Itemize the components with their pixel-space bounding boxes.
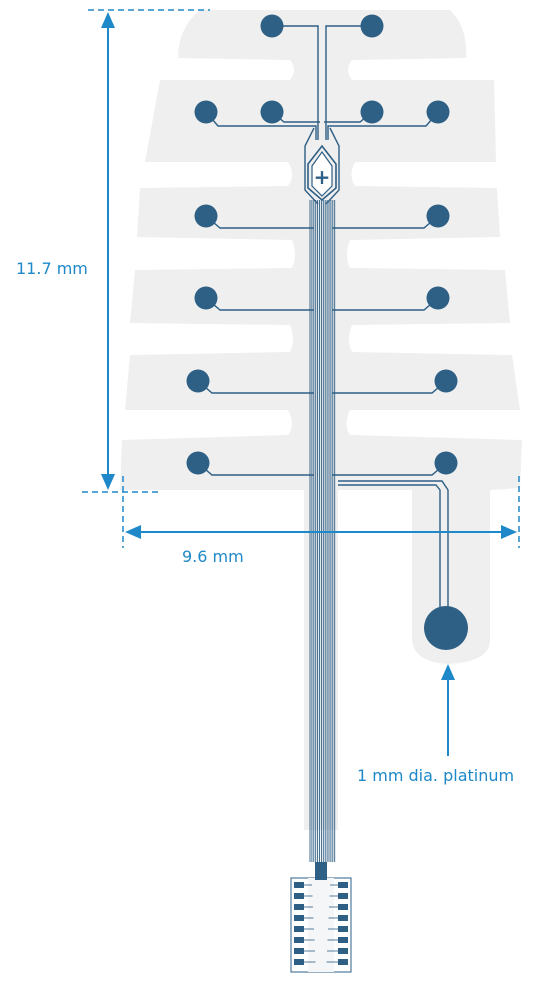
connector-pad (338, 959, 348, 965)
electrode-pad (260, 14, 284, 38)
electrode-pad (426, 286, 450, 310)
alignment-marker: + (307, 144, 337, 202)
connector-neck (315, 862, 327, 880)
height-arrow-down-icon (101, 474, 115, 490)
electrode-pad (194, 100, 218, 124)
electrode-pad (360, 14, 384, 38)
connector-pad (338, 937, 348, 943)
height-arrow-up-icon (101, 12, 115, 28)
trace-marker-bypass (304, 127, 340, 205)
connector-pad (338, 926, 348, 932)
electrode-pad (434, 369, 458, 393)
connector-pad (338, 915, 348, 921)
electrode-pad (194, 286, 218, 310)
electrode-pad (426, 204, 450, 228)
dimension-lines (82, 9, 520, 756)
trace-row-2 (205, 111, 439, 140)
connector-pad (294, 915, 304, 921)
connector-pad (338, 948, 348, 954)
width-arrow-right-icon (501, 525, 517, 539)
connector-pad (294, 948, 304, 954)
electrode-pad (186, 451, 210, 475)
connector-pad (338, 882, 348, 888)
callout-arrow-up-icon (441, 664, 455, 680)
connector-center (308, 878, 334, 972)
electrode-pad (426, 100, 450, 124)
connector-pad (294, 893, 304, 899)
trace-top-pair (272, 25, 372, 140)
connector-pad (294, 959, 304, 965)
width-dimension-label: 9.6 mm (182, 547, 244, 566)
connector-pad (294, 904, 304, 910)
connector-pad (338, 904, 348, 910)
reference-electrode-pad (424, 606, 468, 650)
width-arrow-left-icon (125, 525, 141, 539)
height-dimension-label: 11.7 mm (16, 259, 88, 278)
connector-pad (294, 882, 304, 888)
electrode-pads (186, 14, 468, 650)
plus-marker-icon: + (314, 165, 331, 189)
trace-reference-electrode-2 (338, 484, 441, 612)
electrode-pad (360, 100, 384, 124)
connector-pad (338, 893, 348, 899)
electrode-pad (260, 100, 284, 124)
connector-pad (294, 926, 304, 932)
reference-electrode-label: 1 mm dia. platinum (357, 766, 515, 785)
electrode-pad (194, 204, 218, 228)
trace-reference-electrode (338, 480, 449, 612)
electrode-pad (186, 369, 210, 393)
electrode-pad (434, 451, 458, 475)
connector-pad-array (290, 862, 352, 973)
connector-pad (294, 937, 304, 943)
